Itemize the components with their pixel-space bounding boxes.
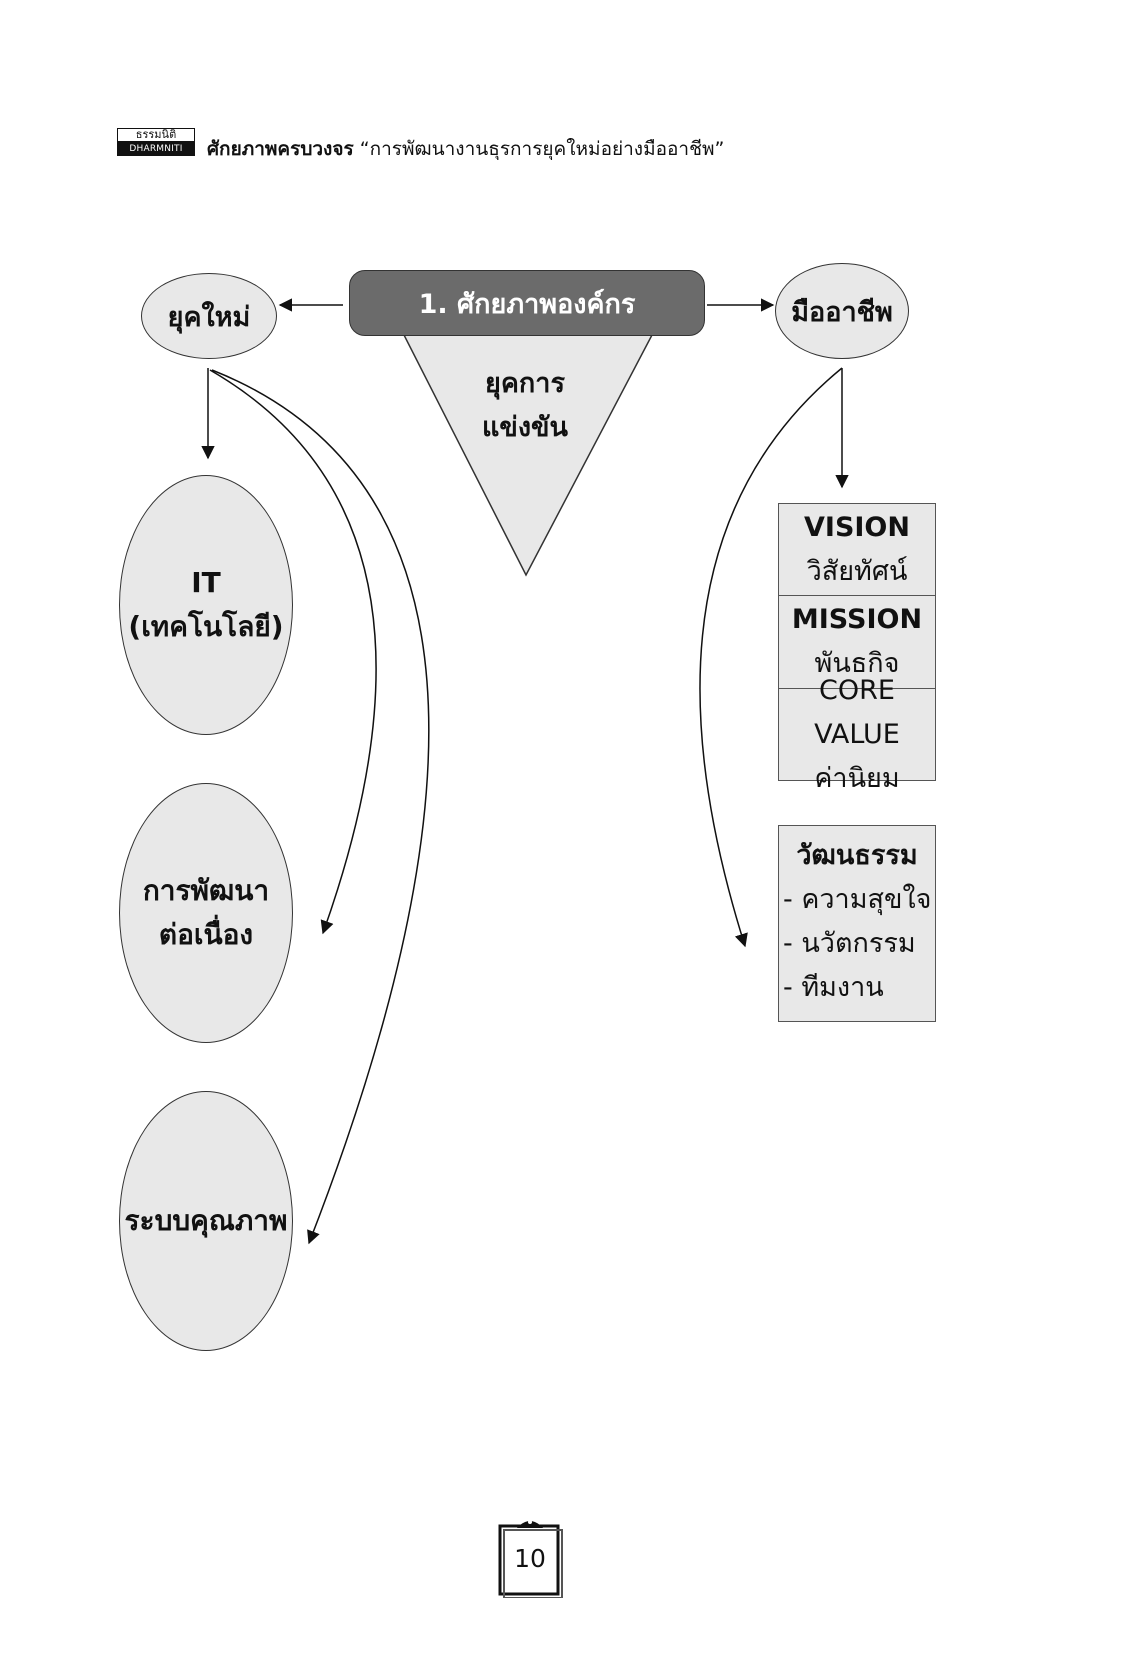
quality-label: ระบบคุณภาพ: [124, 1204, 288, 1237]
culture-item: - ความสุขใจ: [783, 884, 932, 915]
vision-th: วิสัยทัศน์: [806, 555, 908, 587]
it-line-2: (เทคโนโลยี): [128, 610, 284, 643]
dev-line-1: การพัฒนา: [142, 874, 270, 907]
mission-th: พันธกิจ: [814, 648, 900, 679]
it-line-1: IT: [191, 566, 221, 599]
culture-title: วัฒนธรรม: [796, 840, 918, 871]
clipboard-icon: [498, 1520, 563, 1599]
center-title-box: 1. ศักยภาพองค์กร: [349, 270, 705, 336]
arrow-to-quality: [211, 369, 430, 1245]
center-title: 1. ศักยภาพองค์กร: [418, 288, 636, 320]
arrow-to-development: [209, 369, 377, 935]
core-value-cell: CORE VALUE ค่านิยม: [779, 675, 935, 794]
vision-cell: VISION วิสัยทัศน์: [779, 504, 935, 595]
core-value-th: ค่านิยม: [814, 762, 900, 794]
page-number: 10: [514, 1544, 546, 1573]
mission-cell: MISSION พันธกิจ: [779, 595, 935, 689]
core-value-en: CORE VALUE: [814, 674, 900, 750]
triangle-line-2: แข่งขัน: [482, 412, 568, 443]
left-node-label: ยุคใหม่: [167, 301, 251, 333]
publisher-logo: ธรรมนิติ DHARMNITI: [117, 128, 195, 156]
ellipse-it: IT (เทคโนโลยี): [119, 475, 293, 735]
left-node-new-era: ยุคใหม่: [141, 273, 277, 359]
dev-line-2: ต่อเนื่อง: [158, 918, 254, 951]
right-node-label: มืออาชีพ: [791, 296, 893, 328]
triangle-line-1: ยุคการ: [485, 368, 565, 399]
logo-thai: ธรรมนิติ: [117, 128, 195, 142]
ellipse-quality-system: ระบบคุณภาพ: [119, 1091, 293, 1351]
ellipse-continuous-development: การพัฒนา ต่อเนื่อง: [119, 783, 293, 1043]
culture-item: - ทีมงาน: [783, 972, 884, 1003]
logo-english: DHARMNITI: [117, 142, 195, 156]
running-header: ศักยภาพครบวงจร “การพัฒนางานธุรการยุคใหม่…: [207, 134, 724, 164]
culture-box: วัฒนธรรม - ความสุขใจ - นวัตกรรม - ทีมงาน: [778, 825, 936, 1022]
mission-en: MISSION: [791, 604, 923, 635]
vision-en: VISION: [804, 511, 910, 543]
page-number-badge: 10: [497, 1516, 563, 1599]
culture-item: - นวัตกรรม: [783, 928, 916, 959]
book-title: ศักยภาพครบวงจร: [207, 138, 354, 160]
book-subtitle: “การพัฒนางานธุรการยุคใหม่อย่างมืออาชีพ”: [359, 138, 725, 160]
right-node-professional: มืออาชีพ: [775, 263, 909, 359]
arrow-to-culture: [699, 367, 843, 948]
vision-mission-box: VISION วิสัยทัศน์ MISSION พันธกิจ CORE V…: [778, 503, 936, 794]
triangle-label: ยุคการ แข่งขัน: [430, 362, 620, 450]
